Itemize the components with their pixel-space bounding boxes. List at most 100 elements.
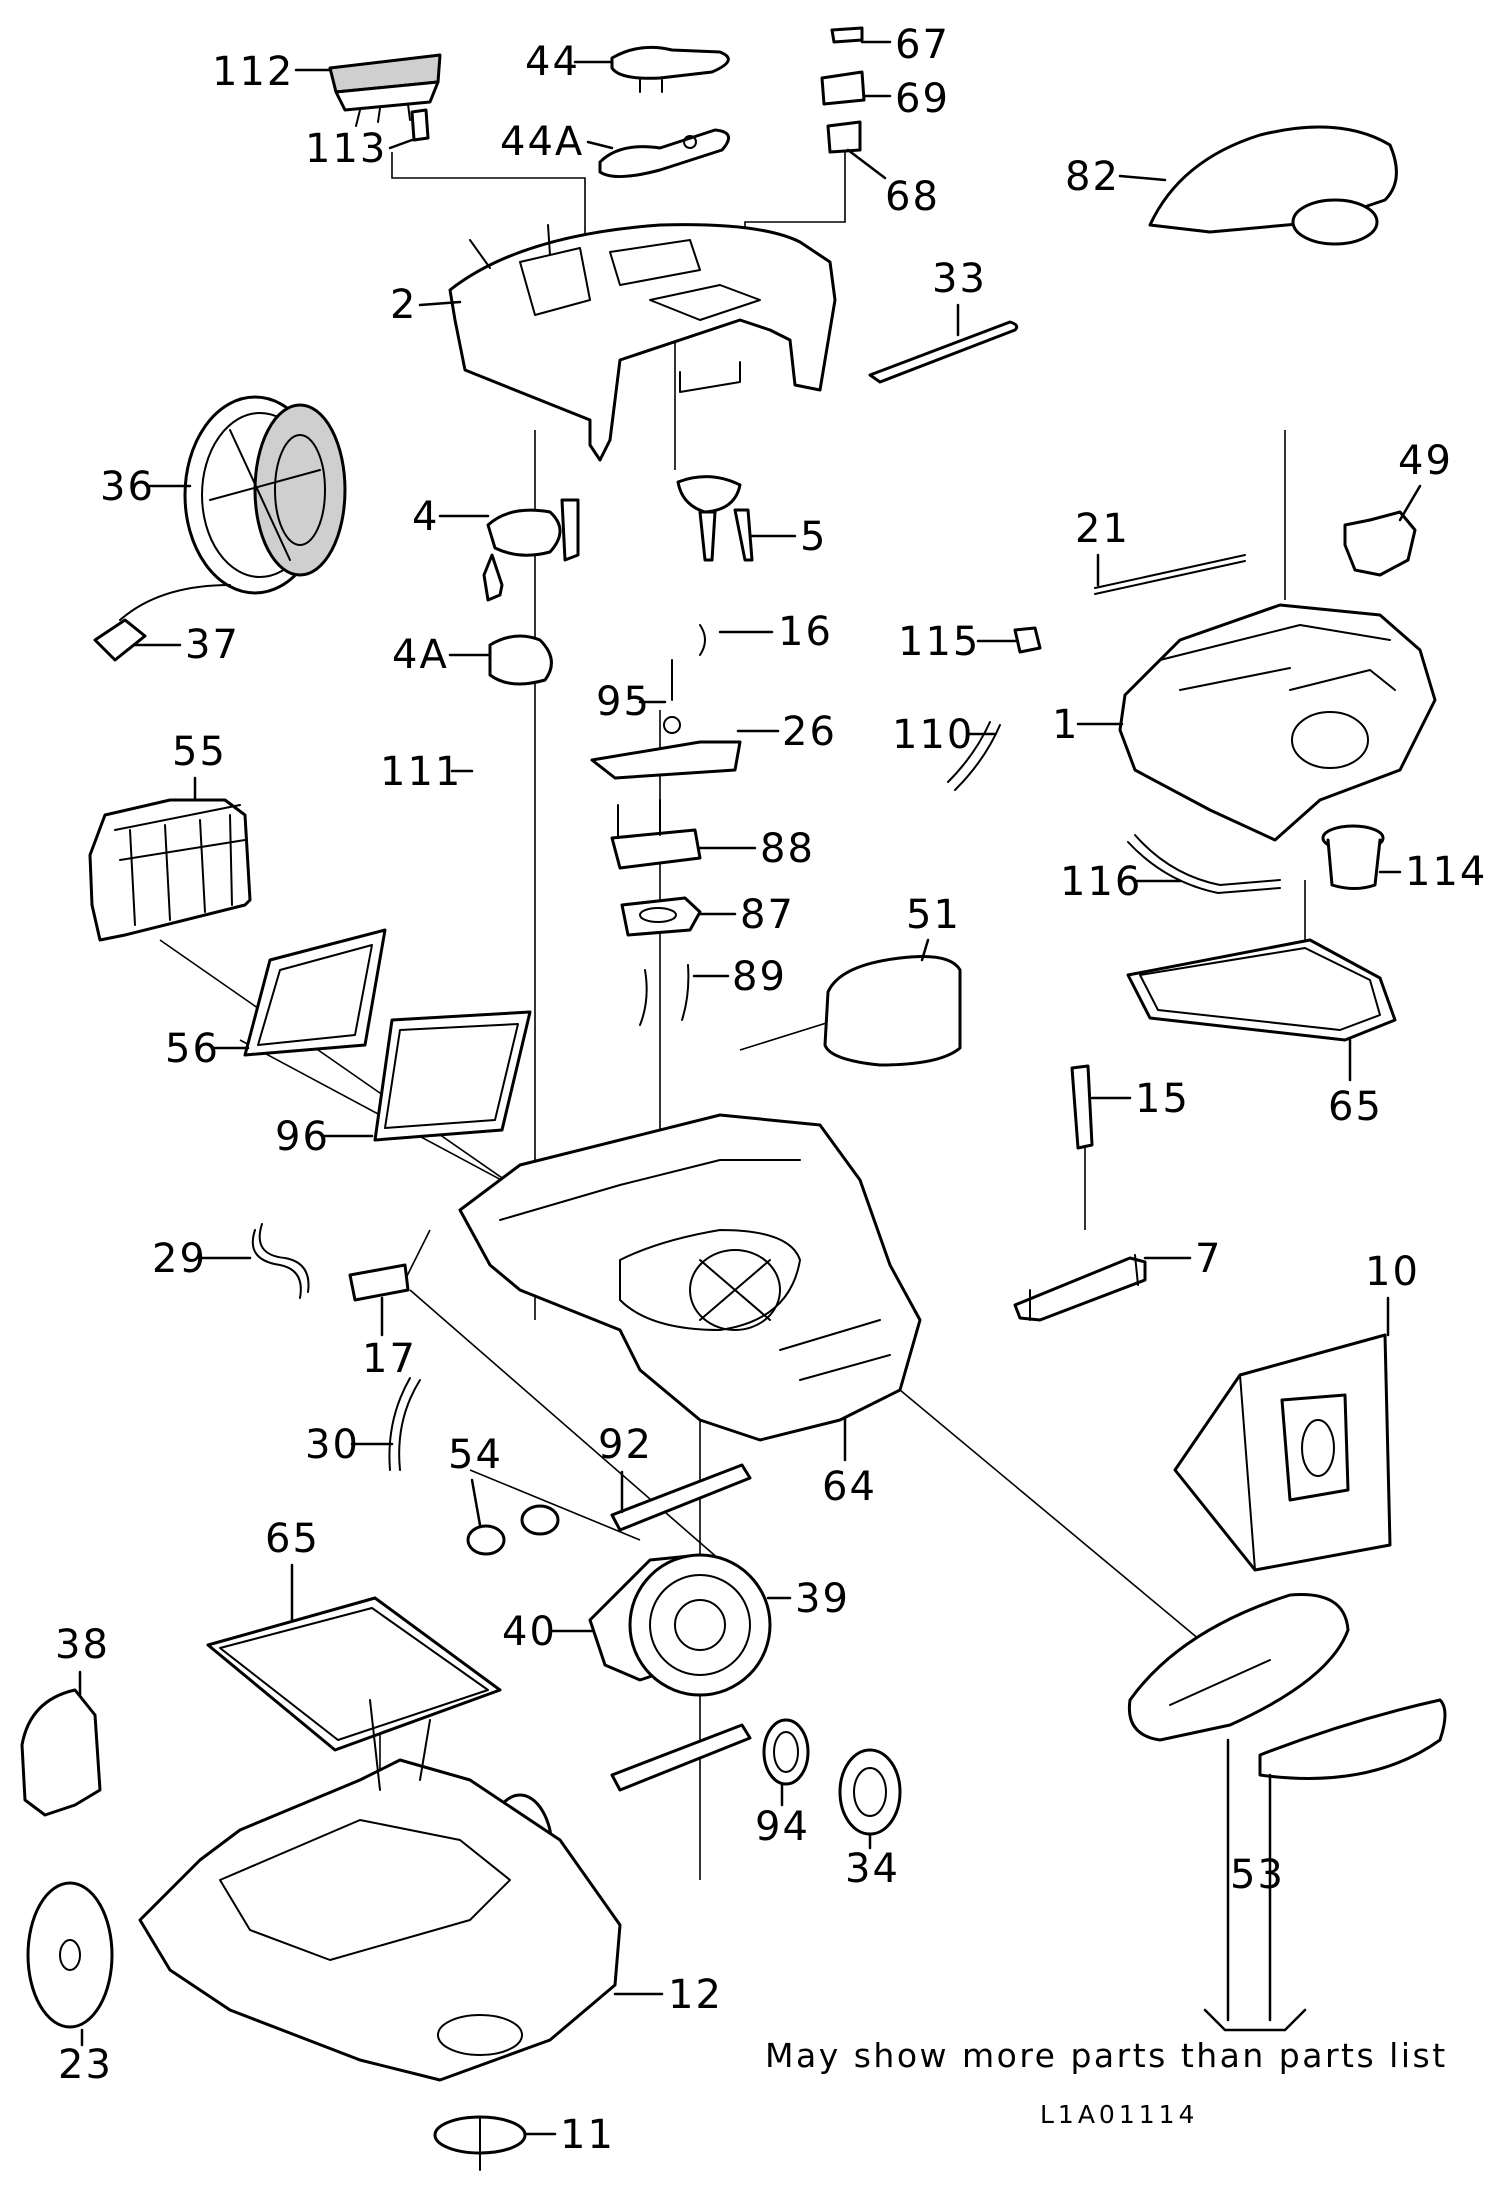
callout-110: 110 <box>892 712 997 758</box>
callout-16: 16 <box>718 609 831 655</box>
callout-label: 21 <box>1075 506 1130 552</box>
callout-88: 88 <box>698 826 815 872</box>
callout-12: 12 <box>613 1972 723 2018</box>
part-bracket-88 <box>610 799 702 870</box>
callout-label: 110 <box>892 712 974 758</box>
callout-87: 87 <box>698 892 793 938</box>
part-flap-51 <box>823 955 962 1067</box>
callout-label: 113 <box>305 126 387 172</box>
callout-label: 36 <box>100 464 155 510</box>
callout-114: 114 <box>1378 849 1485 895</box>
part-latch-49 <box>1343 510 1417 577</box>
callout-label: 67 <box>895 22 950 68</box>
callout-44: 44 <box>525 39 614 85</box>
callout-1: 1 <box>1052 702 1124 748</box>
part-motor <box>588 1553 772 1697</box>
callout-label: 53 <box>1230 1852 1285 1898</box>
part-foot-11 <box>433 2115 527 2171</box>
callout-92: 92 <box>598 1422 653 1514</box>
part-filter-96 <box>373 1010 532 1142</box>
part-button-44a <box>598 128 731 178</box>
part-rings-54 <box>466 1504 560 1556</box>
callout-label: 15 <box>1135 1076 1190 1122</box>
callout-label: 38 <box>55 1622 110 1668</box>
callout-label: 94 <box>755 1804 810 1850</box>
callout-label: 54 <box>448 1432 503 1478</box>
callout-label: 56 <box>165 1026 220 1072</box>
callout-label: 34 <box>845 1846 900 1892</box>
part-knob-4a <box>488 634 553 686</box>
part-hose-30 <box>388 1377 421 1471</box>
part-slider-92b <box>610 1723 752 1792</box>
callout-label: 12 <box>668 1972 723 2018</box>
callout-label: 30 <box>305 1422 360 1468</box>
callout-label: 88 <box>760 826 815 872</box>
part-slider-92 <box>610 1463 752 1532</box>
callout-44a: 44A <box>500 119 614 165</box>
part-lever-15 <box>1070 1064 1094 1230</box>
callout-label: 65 <box>265 1516 320 1562</box>
callout-65a: 65 <box>1328 1038 1383 1130</box>
part-gasket-87 <box>620 896 702 937</box>
callout-11: 11 <box>523 2112 615 2158</box>
callout-label: 7 <box>1195 1236 1222 1282</box>
callout-21: 21 <box>1075 506 1130 587</box>
callout-113: 113 <box>305 126 414 172</box>
callout-label: 23 <box>58 2042 113 2088</box>
part-plug <box>93 584 231 662</box>
callout-label: 1 <box>1052 702 1079 748</box>
part-ring-94 <box>762 1718 810 1786</box>
callout-112: 112 <box>212 49 332 95</box>
callout-label: 4A <box>392 632 449 678</box>
callout-95: 95 <box>596 679 667 725</box>
part-knob-4 <box>482 498 580 602</box>
callout-label: 51 <box>906 892 961 938</box>
part-wheel-23 <box>26 1881 114 2029</box>
callout-label: 69 <box>895 76 950 122</box>
callout-96: 96 <box>275 1114 374 1160</box>
callout-4: 4 <box>412 494 490 540</box>
callout-64: 64 <box>822 1416 877 1510</box>
callout-label: 64 <box>822 1464 877 1510</box>
callout-label: 68 <box>885 174 940 220</box>
callout-label: 11 <box>560 2112 615 2158</box>
part-filter-cup-114 <box>1321 824 1385 890</box>
part-base-12 <box>138 1699 622 2082</box>
callout-29: 29 <box>152 1236 252 1282</box>
part-bag-10 <box>1173 1333 1392 1572</box>
callout-label: 65 <box>1328 1084 1383 1130</box>
callout-65b: 65 <box>265 1516 320 1622</box>
part-plate-26 <box>590 624 742 780</box>
part-gasket-65-top <box>1126 938 1397 1042</box>
callout-label: 40 <box>502 1609 557 1655</box>
part-hose-29 <box>251 1223 310 1299</box>
callout-10: 10 <box>1365 1249 1418 1337</box>
part-hose-116 <box>1127 834 1281 894</box>
callout-36: 36 <box>100 464 192 510</box>
parts-list-note: May show more parts than parts list <box>765 2036 1448 2075</box>
callout-82: 82 <box>1065 154 1167 200</box>
callout-label: 92 <box>598 1422 653 1468</box>
part-gasket-65-bottom <box>206 1596 502 1752</box>
callout-label: 5 <box>800 514 827 560</box>
callout-label: 26 <box>782 709 837 755</box>
callout-38: 38 <box>55 1622 110 1697</box>
callout-7: 7 <box>1143 1236 1222 1282</box>
callout-label: 17 <box>362 1336 417 1382</box>
callout-89: 89 <box>692 954 785 1000</box>
callout-37: 37 <box>133 622 238 668</box>
part-springs-89 <box>639 964 690 1026</box>
callout-label: 44A <box>500 119 584 165</box>
callout-39: 39 <box>766 1576 848 1622</box>
part-button-44 <box>610 45 730 93</box>
callout-34: 34 <box>845 1833 900 1892</box>
drawing-code: L1A01114 <box>1040 2100 1199 2129</box>
callout-111: 111 <box>380 749 474 795</box>
callout-label: 4 <box>412 494 439 540</box>
callout-67: 67 <box>860 22 950 68</box>
part-main-body <box>458 1113 922 1442</box>
part-hose-110 <box>947 721 1001 791</box>
part-switch <box>820 26 866 154</box>
callout-2: 2 <box>390 282 462 328</box>
